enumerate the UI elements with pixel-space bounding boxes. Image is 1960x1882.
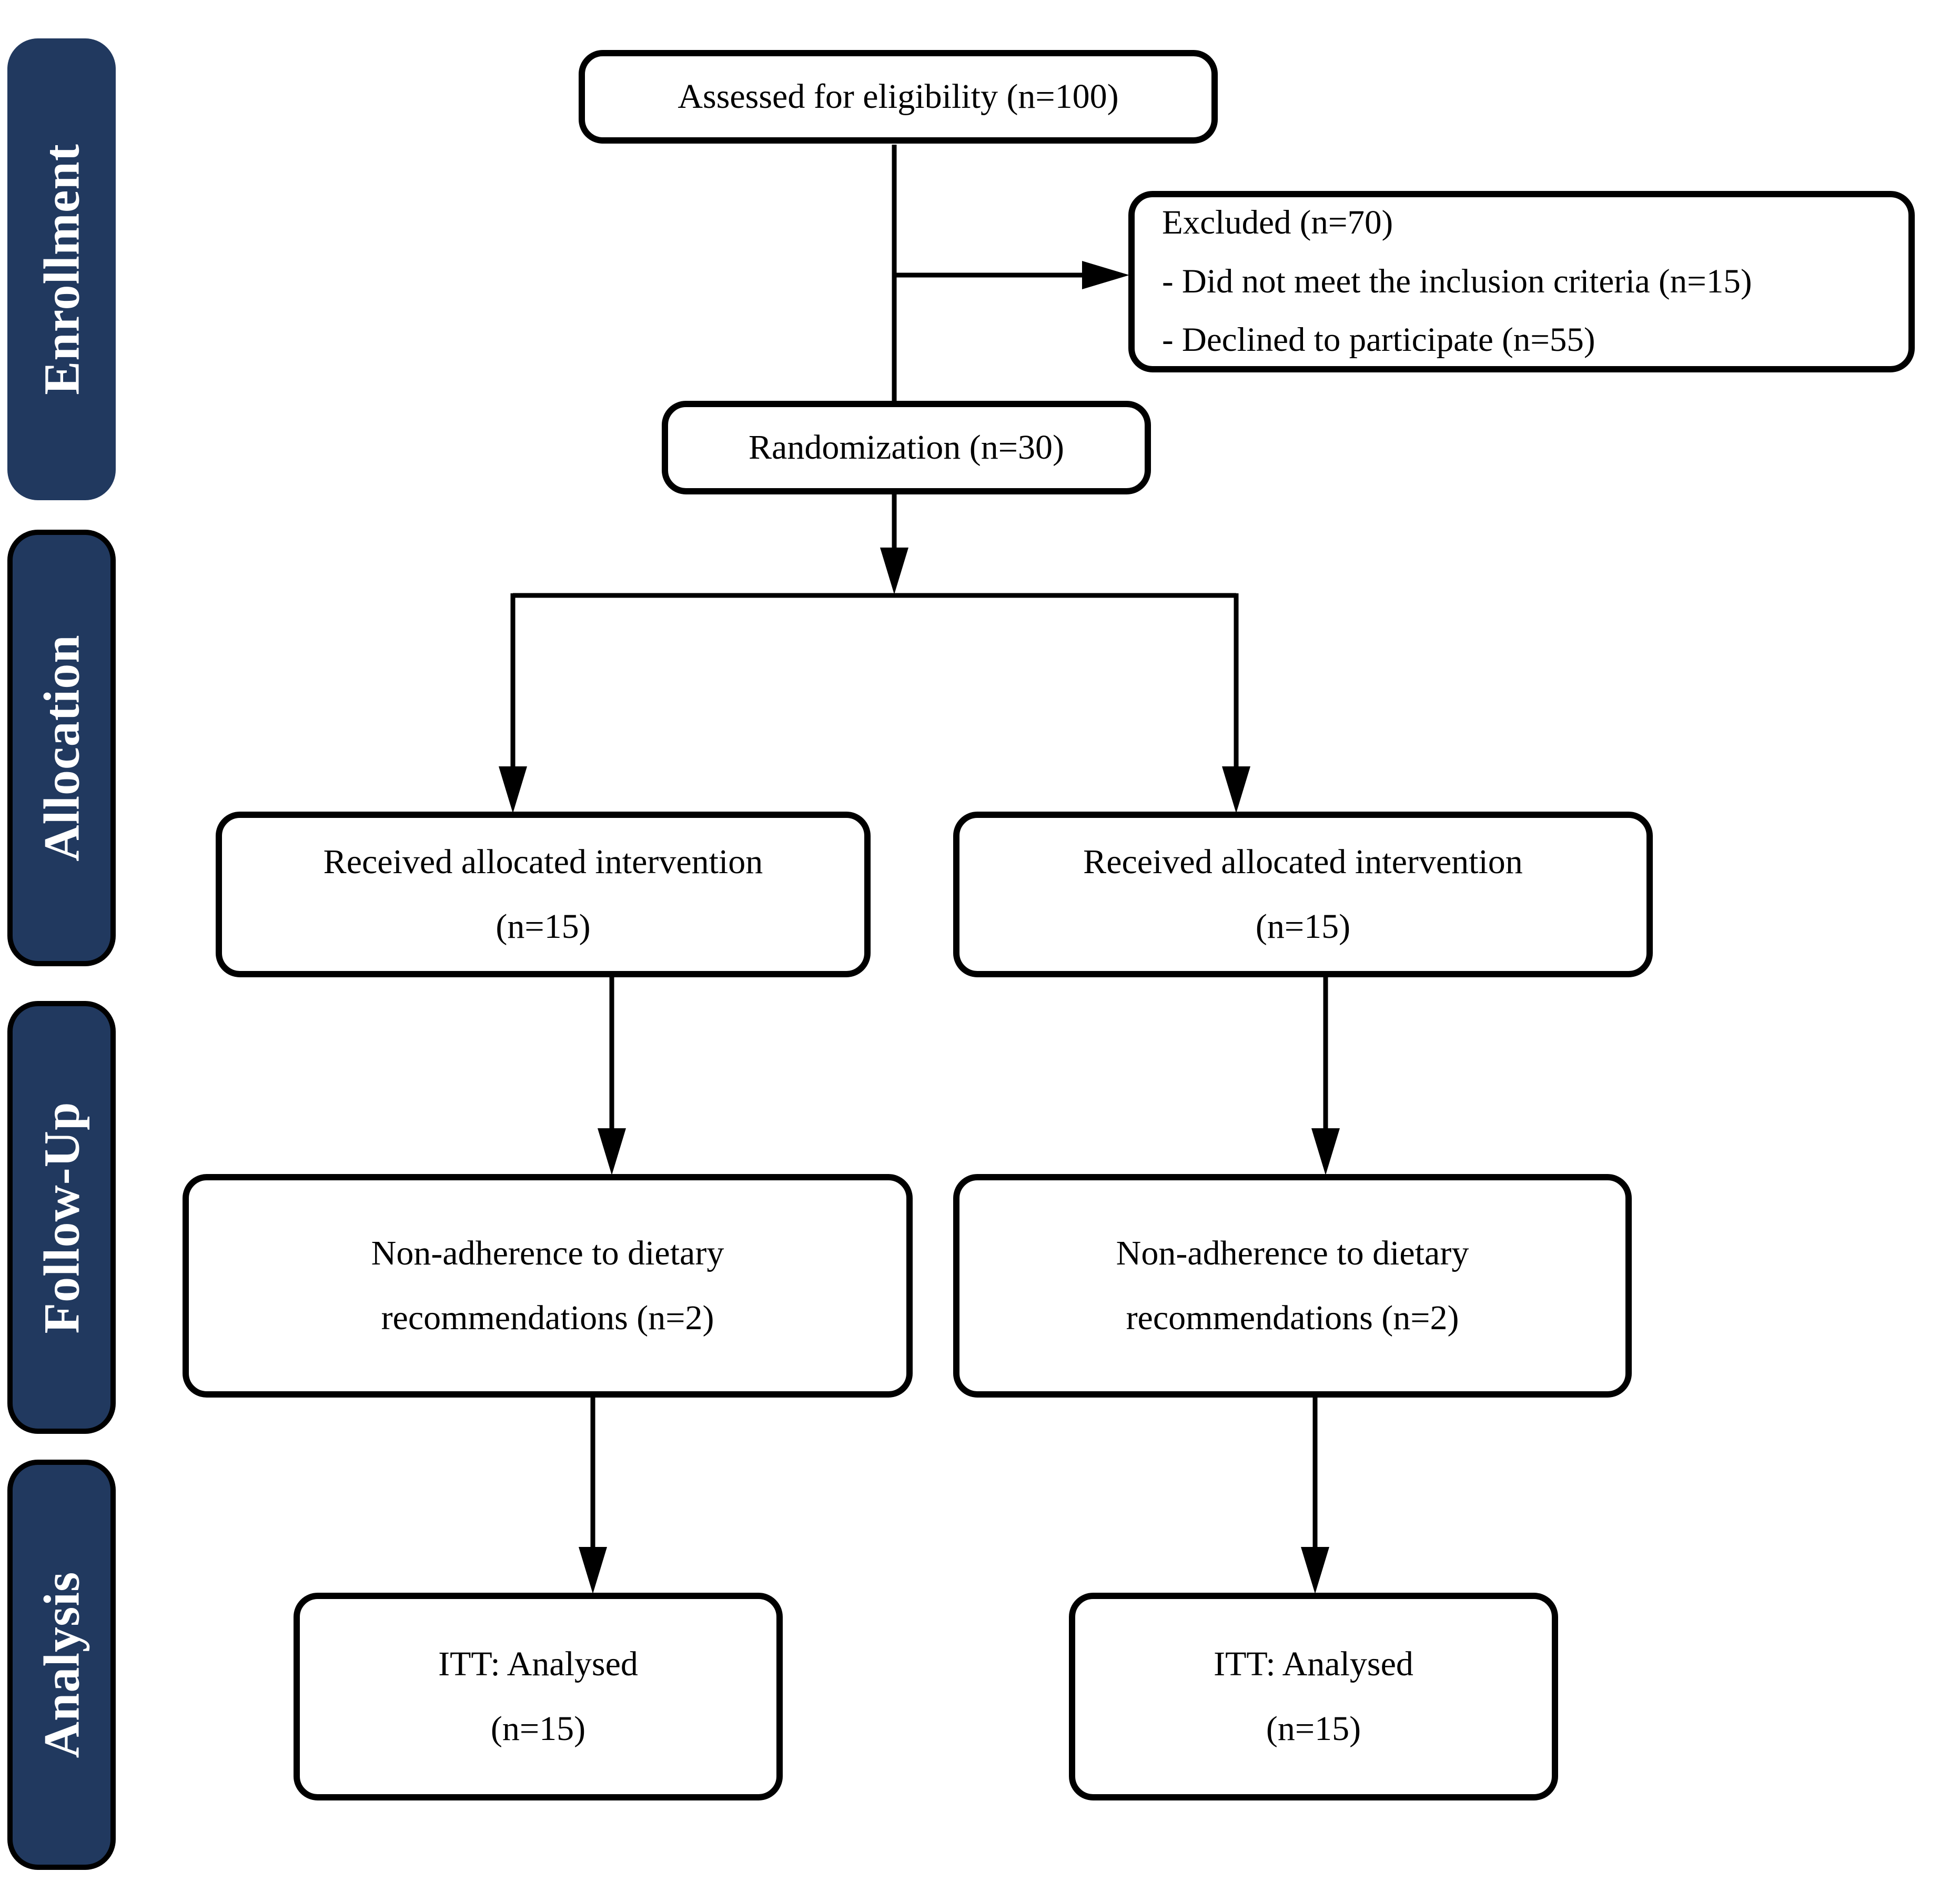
box-assessed-for-eligibility: Assessed for eligibility (n=100) (579, 50, 1218, 144)
box-text-line: ITT: Analysed (1214, 1645, 1413, 1684)
phase-label-followup: Follow-Up (33, 1101, 90, 1333)
box-nonadherence-left: Non-adherence to dietary recommendations… (183, 1174, 913, 1398)
connector-nonadherence-to-itt-left-arrow (579, 1397, 607, 1594)
phase-label-analysis: Analysis (33, 1571, 90, 1758)
box-text-line: (n=15) (490, 1709, 586, 1748)
connector-received-to-nonadherence-right-arrow (1311, 976, 1340, 1175)
box-text-line: Excluded (n=70) (1162, 203, 1393, 241)
box-text-line: - Declined to participate (n=55) (1162, 321, 1595, 359)
phase-label-allocation: Allocation (33, 634, 90, 862)
connector-nonadherence-to-itt-right-arrow (1301, 1397, 1329, 1594)
box-excluded: Excluded (n=70) - Did not meet the inclu… (1128, 191, 1915, 372)
box-text-line: (n=15) (496, 907, 591, 946)
box-text-line: Assessed for eligibility (n=100) (678, 77, 1119, 116)
box-text-line: Non-adherence to dietary (1116, 1234, 1469, 1273)
box-text-line: Received allocated intervention (323, 843, 763, 882)
box-text-line: Received allocated intervention (1083, 843, 1523, 882)
connector-split-to-received-right-arrow (1222, 593, 1250, 813)
box-received-intervention-left: Received allocated intervention (n=15) (216, 812, 871, 977)
phase-band-followup: Follow-Up (7, 1001, 116, 1434)
connector-to-excluded-arrow (894, 261, 1129, 289)
connector-split-to-received-left-arrow (499, 593, 527, 813)
phase-band-enrollment: Enrollment (7, 38, 116, 500)
box-randomization: Randomization (n=30) (662, 401, 1151, 494)
box-text-line: (n=15) (1266, 1709, 1361, 1748)
phase-label-enrollment: Enrollment (33, 144, 90, 395)
box-text-line: recommendations (n=2) (1126, 1298, 1459, 1337)
box-text-line: recommendations (n=2) (381, 1298, 714, 1337)
box-text-line: (n=15) (1255, 907, 1351, 946)
phase-band-analysis: Analysis (7, 1460, 116, 1870)
box-received-intervention-right: Received allocated intervention (n=15) (953, 812, 1653, 977)
phase-band-allocation: Allocation (7, 530, 116, 966)
box-text-line: ITT: Analysed (438, 1645, 638, 1684)
box-itt-analysed-left: ITT: Analysed (n=15) (294, 1593, 783, 1800)
box-text-line: Randomization (n=30) (749, 428, 1064, 467)
box-itt-analysed-right: ITT: Analysed (n=15) (1069, 1593, 1558, 1800)
box-nonadherence-right: Non-adherence to dietary recommendations… (953, 1174, 1632, 1398)
connector-received-to-nonadherence-left-arrow (598, 976, 626, 1175)
box-text-line: Non-adherence to dietary (371, 1234, 724, 1273)
connector-randomization-to-split-arrow (880, 493, 908, 594)
box-text-line: - Did not meet the inclusion criteria (n… (1162, 262, 1752, 300)
